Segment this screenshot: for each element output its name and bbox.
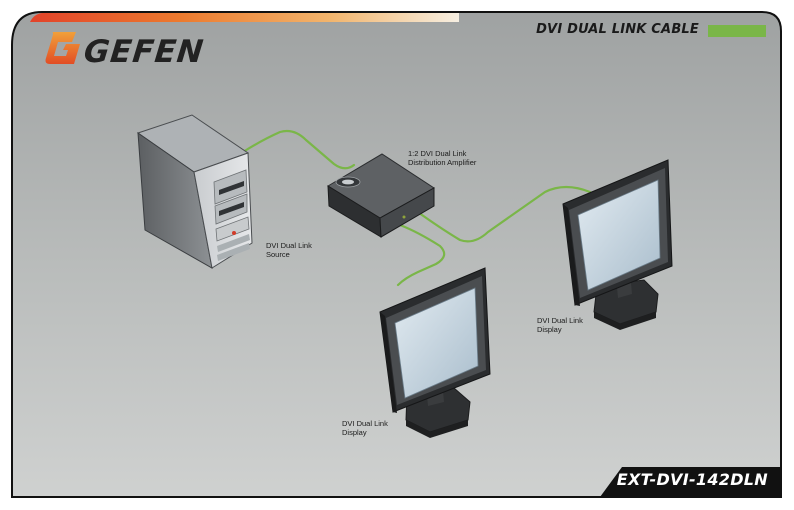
header-accent-bar xyxy=(30,13,459,22)
cable-color-swatch xyxy=(708,25,766,37)
right-display-label: DVI Dual Link Display xyxy=(537,316,583,334)
right-display-label-line-2: Display xyxy=(537,325,562,334)
pc-tower-icon xyxy=(136,114,253,269)
model-tab xyxy=(600,467,781,497)
distribution-amplifier-icon xyxy=(327,153,435,238)
right-display-label-line-1: DVI Dual Link xyxy=(537,316,583,325)
bottom-display-label: DVI Dual Link Display xyxy=(342,419,388,437)
bottom-display-icon xyxy=(379,267,491,438)
source-label-line-2: Source xyxy=(266,250,290,259)
gefen-logo-icon xyxy=(45,32,80,64)
right-display-icon xyxy=(562,159,673,330)
source-label: DVI Dual Link Source xyxy=(266,241,312,259)
model-number: EXT-DVI-142DLN xyxy=(616,470,768,489)
source-label-line-1: DVI Dual Link xyxy=(266,241,312,250)
legend-label: DVI DUAL LINK CABLE xyxy=(536,22,699,37)
cable-amplifier-to-bottom-display xyxy=(396,223,446,287)
amplifier-label: 1:2 DVI Dual Link Distribution Amplifier xyxy=(408,149,476,167)
cables xyxy=(241,129,592,287)
bottom-display-label-line-1: DVI Dual Link xyxy=(342,419,388,428)
amplifier-label-line-1: 1:2 DVI Dual Link xyxy=(408,149,467,158)
bottom-display-label-line-2: Display xyxy=(342,428,367,437)
amplifier-label-line-2: Distribution Amplifier xyxy=(408,158,477,167)
brand-name: GEFEN xyxy=(82,34,206,70)
cable-amplifier-to-right-display xyxy=(413,185,592,243)
cable-source-to-amplifier xyxy=(241,129,356,170)
